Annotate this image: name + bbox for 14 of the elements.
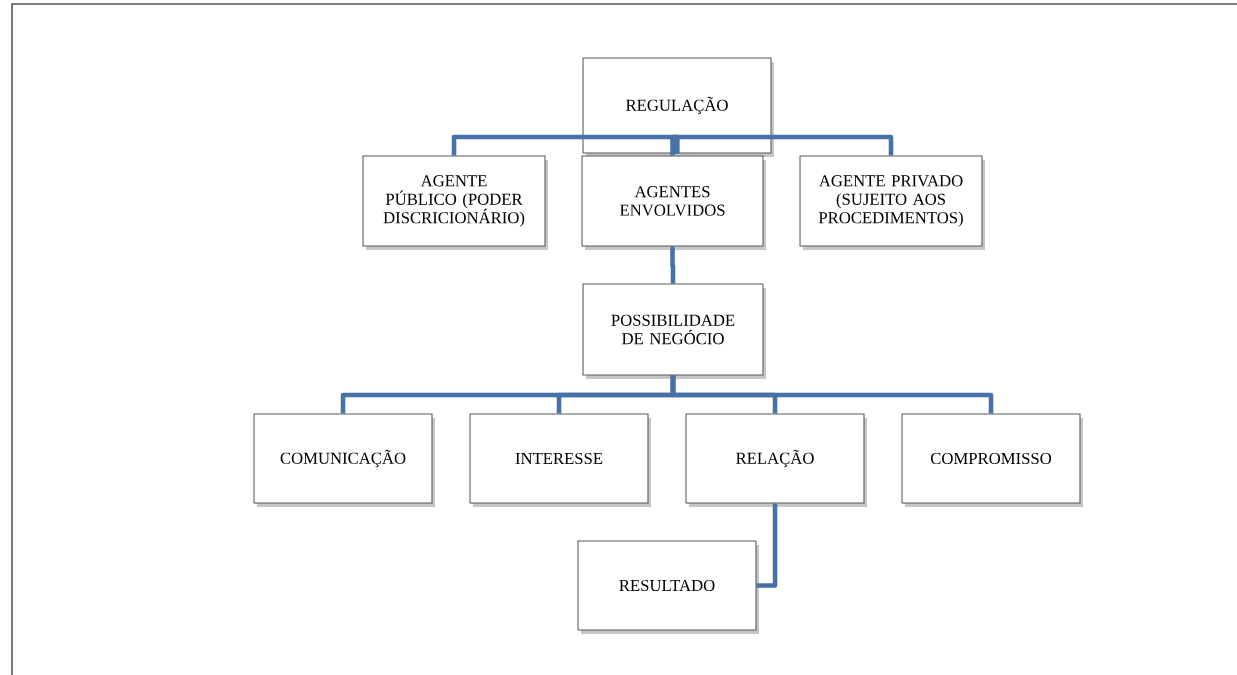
connector-line: [670, 375, 994, 414]
process-box: AGENTE PRIVADO (SUJEITO AOS PROCEDIMENTOS): [799, 155, 985, 250]
process-box: COMPROMISSO: [901, 413, 1083, 507]
connector-line: [756, 503, 778, 588]
process-box: REGULAÇÃO: [582, 57, 774, 157]
process-box: RELAÇÃO: [685, 413, 867, 507]
process-box: POSSIBILIDADE DE NEGÓCIO: [582, 283, 766, 379]
process-box: AGENTE PÚBLICO (PODER DISCRICIONÁRIO): [362, 155, 548, 250]
connector-line: [674, 134, 894, 156]
process-box: RESULTADO: [577, 540, 759, 634]
process-box: INTERESSE: [469, 413, 651, 507]
process-box: AGENTES ENVOLVIDOS: [581, 155, 766, 250]
connector-line: [670, 246, 676, 284]
process-box: COMUNICAÇÃO: [253, 413, 435, 507]
